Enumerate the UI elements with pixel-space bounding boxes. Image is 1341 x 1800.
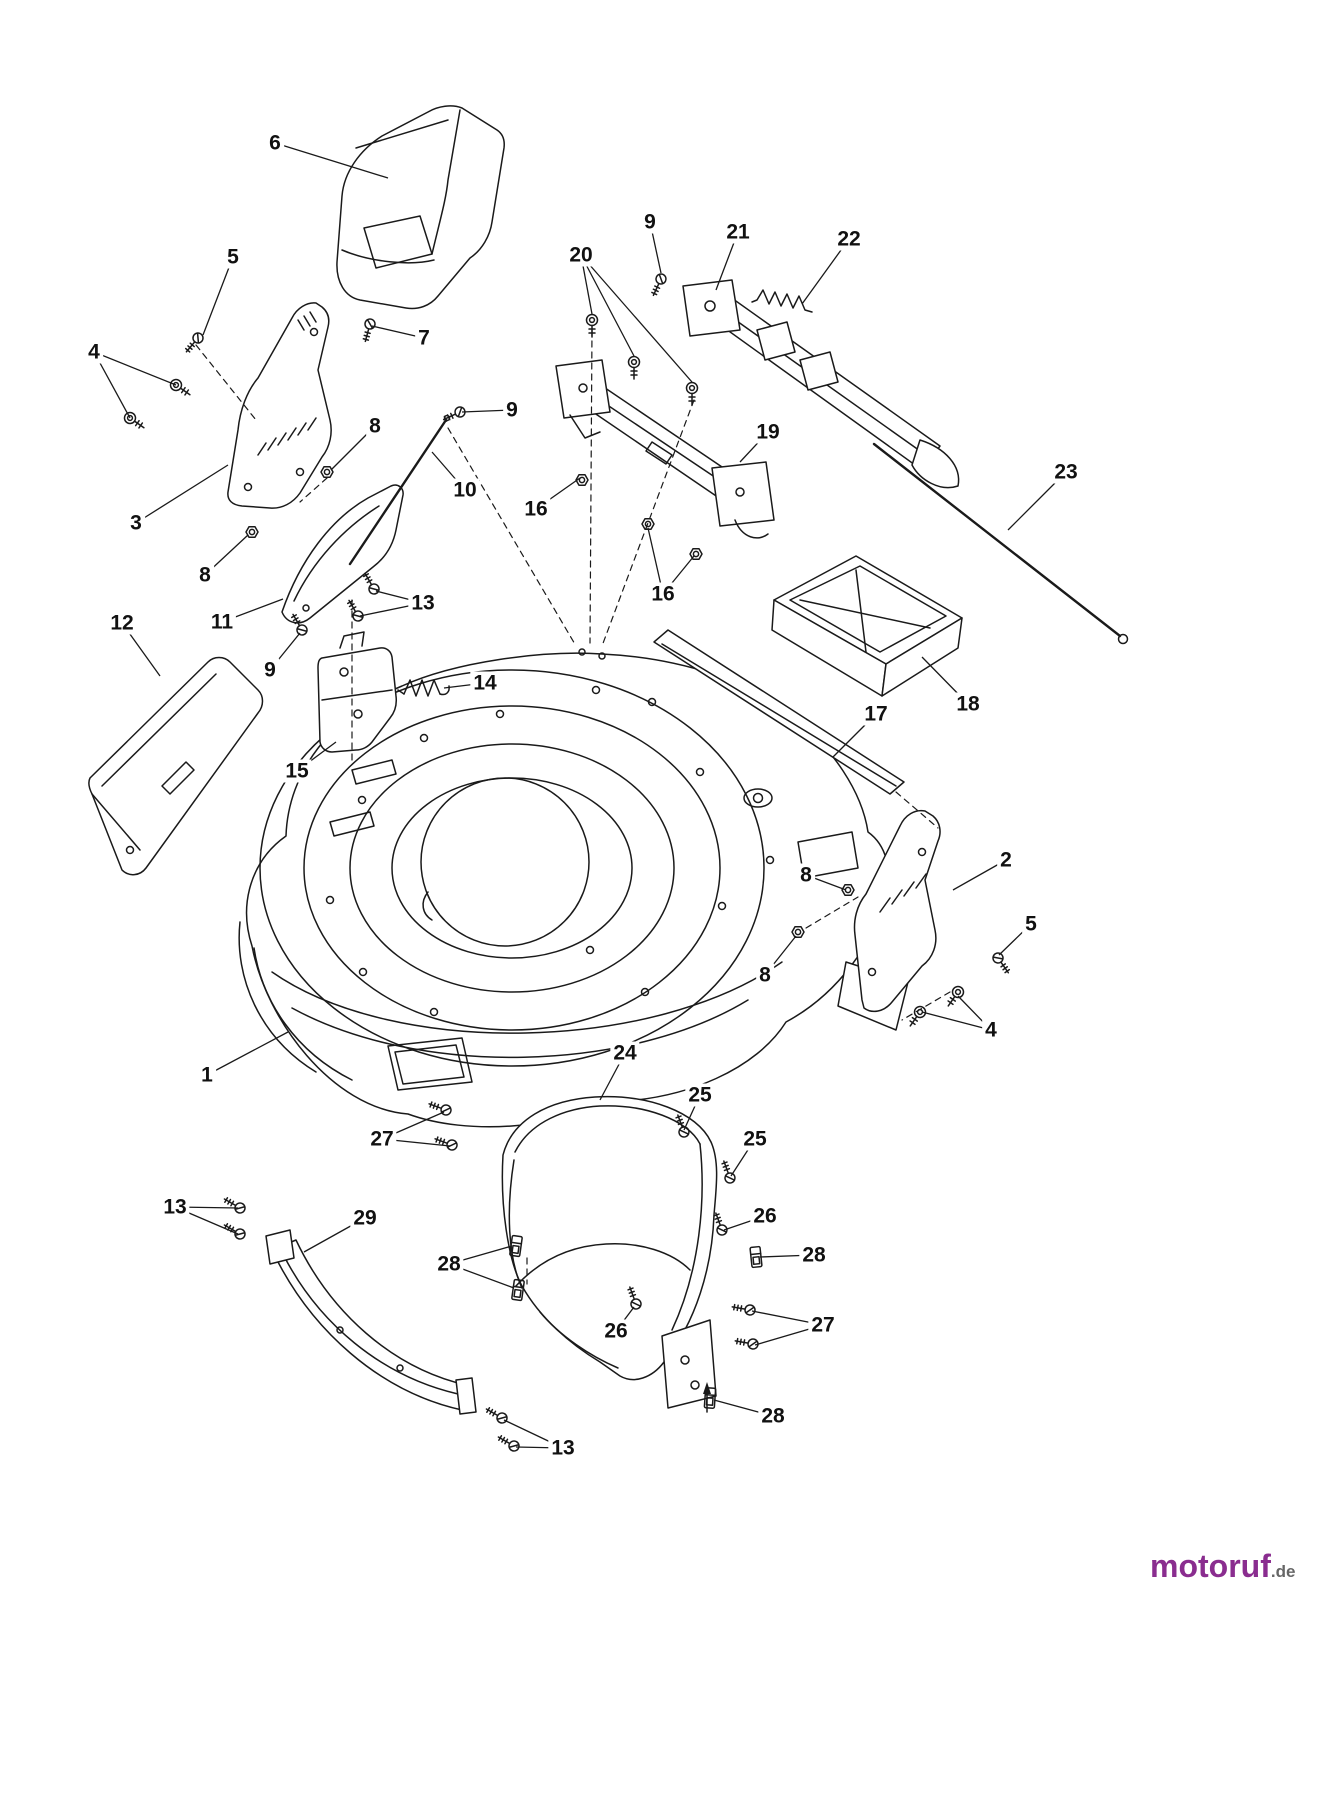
callout-9: 9 <box>503 398 521 422</box>
callout-8: 8 <box>366 414 384 438</box>
callout-18: 18 <box>953 692 983 716</box>
callout-27: 27 <box>367 1127 397 1151</box>
callout-3: 3 <box>127 511 145 535</box>
callout-13: 13 <box>548 1436 578 1460</box>
callout-28: 28 <box>758 1404 788 1428</box>
callout-4: 4 <box>85 340 103 364</box>
callout-13: 13 <box>408 591 438 615</box>
callout-16: 16 <box>648 582 678 606</box>
part-15-bracket <box>317 631 397 753</box>
callout-17: 17 <box>861 702 891 726</box>
callout-14: 14 <box>470 671 500 695</box>
callout-22: 22 <box>834 227 864 251</box>
callout-9: 9 <box>261 658 279 682</box>
construction-lines <box>195 329 951 1413</box>
callout-13: 13 <box>160 1195 190 1219</box>
callout-2: 2 <box>997 848 1015 872</box>
callout-11: 11 <box>207 610 237 634</box>
part-22-spring <box>751 289 813 313</box>
callout-4: 4 <box>982 1018 1000 1042</box>
callout-12: 12 <box>107 611 137 635</box>
callout-15: 15 <box>282 759 312 783</box>
callout-20: 20 <box>566 243 596 267</box>
part-1-deck <box>238 648 889 1128</box>
part-3-bracket <box>227 302 332 509</box>
callout-6: 6 <box>266 131 284 155</box>
callout-8: 8 <box>196 563 214 587</box>
callout-10: 10 <box>450 478 480 502</box>
part-12-side-cover <box>88 656 264 876</box>
callout-27: 27 <box>808 1313 838 1337</box>
callout-16: 16 <box>521 497 551 521</box>
callout-25: 25 <box>740 1127 770 1151</box>
callout-26: 26 <box>601 1319 631 1343</box>
callout-28: 28 <box>799 1243 829 1267</box>
watermark-brand: motoruf <box>1150 1548 1271 1584</box>
part-23-rod <box>872 442 1129 645</box>
callout-8: 8 <box>797 863 815 887</box>
callout-8: 8 <box>756 963 774 987</box>
callout-5: 5 <box>224 245 242 269</box>
callout-7: 7 <box>415 326 433 350</box>
callout-19: 19 <box>753 420 783 444</box>
part-2-bracket <box>837 809 941 1031</box>
callout-5: 5 <box>1022 912 1040 936</box>
callout-21: 21 <box>723 220 753 244</box>
callout-25: 25 <box>685 1083 715 1107</box>
part-24-chute <box>501 1095 718 1409</box>
callout-23: 23 <box>1051 460 1081 484</box>
callout-28: 28 <box>434 1252 464 1276</box>
callout-26: 26 <box>750 1204 780 1228</box>
callout-9: 9 <box>641 210 659 234</box>
part-29-bumper <box>265 1229 477 1415</box>
callout-29: 29 <box>350 1206 380 1230</box>
part-11-baffle <box>281 484 404 624</box>
watermark-tld: .de <box>1270 1562 1296 1581</box>
callout-24: 24 <box>610 1041 640 1065</box>
watermark: motoruf.de <box>1150 1548 1295 1585</box>
part-21-handle-latch <box>682 279 960 489</box>
callout-1: 1 <box>198 1063 216 1087</box>
